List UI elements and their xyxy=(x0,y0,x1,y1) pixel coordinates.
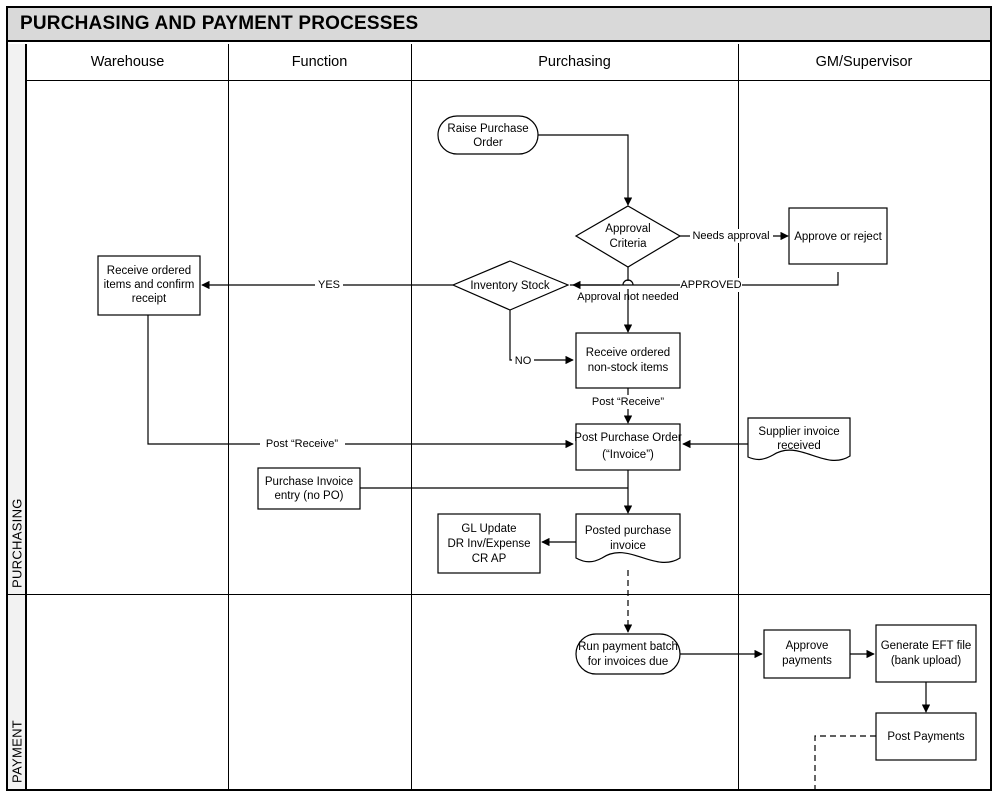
lane-divider-1 xyxy=(228,44,229,789)
column-header-warehouse-label: Warehouse xyxy=(90,54,165,70)
phase-strip-payment: PAYMENT xyxy=(8,594,27,789)
column-header-purchasing: Purchasing xyxy=(411,44,738,81)
phase-label-purchasing: PURCHASING xyxy=(9,498,24,588)
lane-divider-2 xyxy=(411,44,412,789)
lane-divider-3 xyxy=(738,44,739,789)
diagram-frame xyxy=(6,6,992,791)
column-header-purchasing-label: Purchasing xyxy=(538,54,611,70)
phase-label-payment: PAYMENT xyxy=(9,719,24,783)
column-header-gm-supervisor: GM/Supervisor xyxy=(738,44,990,81)
column-header-warehouse: Warehouse xyxy=(27,44,228,81)
phase-strip-purchasing: PURCHASING xyxy=(8,44,27,594)
page-title: PURCHASING AND PAYMENT PROCESSES xyxy=(20,13,419,34)
title-bar: PURCHASING AND PAYMENT PROCESSES xyxy=(8,8,990,42)
phase-divider xyxy=(8,594,990,595)
column-header-gm-supervisor-label: GM/Supervisor xyxy=(815,54,913,70)
column-header-function: Function xyxy=(228,44,411,81)
column-header-function-label: Function xyxy=(291,54,348,70)
